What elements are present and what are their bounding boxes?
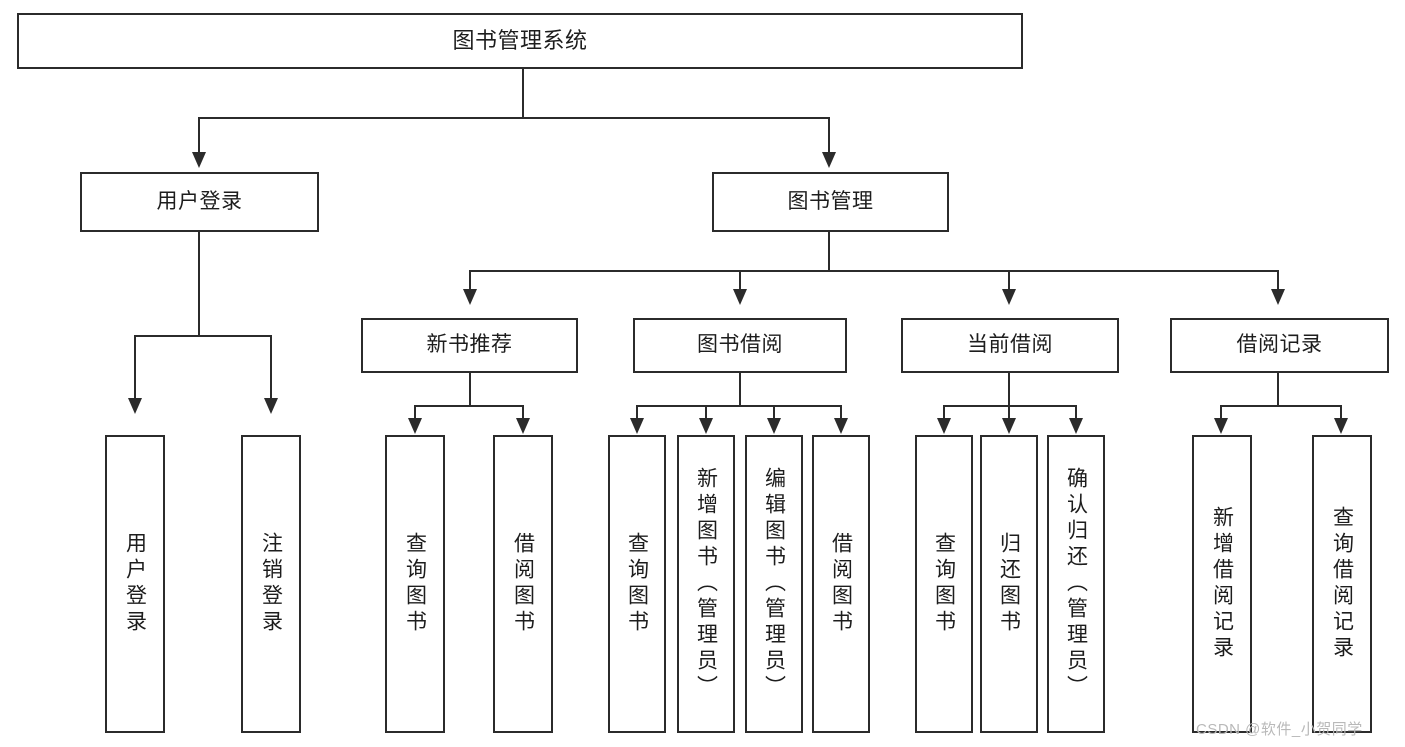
node-book-borrow[interactable]: 图书借阅: [633, 318, 847, 373]
node-user-login-label: 用户登录: [156, 189, 243, 213]
arrow-user-login-leaf-2: [264, 398, 278, 414]
arrow-cb-leaf-2: [1002, 418, 1016, 434]
leaf-add-book-label: 新增图书（管理员）: [694, 467, 718, 701]
leaf-return-book-label: 归还图书: [997, 532, 1021, 636]
arrow-root-to-book-manage: [822, 152, 836, 168]
arrow-nbr-leaf-1: [408, 418, 422, 434]
connector-cb-drop-1: [943, 405, 945, 421]
connector-user-login-drop-2: [270, 335, 272, 401]
arrow-book-manage-to-borrow-record: [1271, 289, 1285, 305]
connector-book-borrow-stem: [739, 373, 741, 407]
connector-nbr-drop-1: [414, 405, 416, 421]
connector-user-login-bus: [134, 335, 272, 337]
arrow-book-manage-to-new-book-recommend: [463, 289, 477, 305]
arrow-cb-leaf-1: [937, 418, 951, 434]
connector-current-borrow-stem: [1008, 373, 1010, 407]
connector-nbr-drop-2: [522, 405, 524, 421]
arrow-nbr-leaf-2: [516, 418, 530, 434]
leaf-query-book-2-label: 查询图书: [625, 532, 649, 636]
leaf-add-book[interactable]: 新增图书（管理员）: [677, 435, 735, 733]
connector-user-login-drop-1: [134, 335, 136, 401]
connector-bb-drop-4: [840, 405, 842, 421]
connector-bb-drop-3: [773, 405, 775, 421]
connector-cb-drop-2: [1008, 405, 1010, 421]
connector-book-manage-stem: [828, 232, 830, 271]
node-borrow-record[interactable]: 借阅记录: [1170, 318, 1389, 373]
leaf-return-book[interactable]: 归还图书: [980, 435, 1038, 733]
node-book-manage[interactable]: 图书管理: [712, 172, 949, 232]
leaf-query-book-2[interactable]: 查询图书: [608, 435, 666, 733]
leaf-borrow-book-2[interactable]: 借阅图书: [812, 435, 870, 733]
arrow-bb-leaf-1: [630, 418, 644, 434]
leaf-query-record-label: 查询借阅记录: [1330, 506, 1354, 662]
leaf-add-record-label: 新增借阅记录: [1210, 506, 1234, 662]
connector-book-manage-drop-4: [1277, 270, 1279, 292]
node-book-manage-label: 图书管理: [787, 189, 874, 213]
connector-br-drop-1: [1220, 405, 1222, 421]
leaf-borrow-book-1[interactable]: 借阅图书: [493, 435, 553, 733]
connector-cb-drop-3: [1075, 405, 1077, 421]
connector-bb-drop-2: [705, 405, 707, 421]
leaf-borrow-book-2-label: 借阅图书: [829, 532, 853, 636]
node-user-login[interactable]: 用户登录: [80, 172, 319, 232]
node-root-label: 图书管理系统: [452, 28, 588, 54]
leaf-query-record[interactable]: 查询借阅记录: [1312, 435, 1372, 733]
arrow-bb-leaf-2: [699, 418, 713, 434]
leaf-user-login[interactable]: 用户登录: [105, 435, 165, 733]
node-book-borrow-label: 图书借阅: [697, 333, 783, 357]
leaf-edit-book[interactable]: 编辑图书（管理员）: [745, 435, 803, 733]
connector-root-stem: [522, 69, 524, 118]
leaf-confirm-return-label: 确认归还（管理员）: [1064, 467, 1088, 701]
connector-new-book-recommend-bus: [414, 405, 524, 407]
arrow-book-manage-to-current-borrow: [1002, 289, 1016, 305]
connector-root-bus: [198, 117, 830, 119]
leaf-edit-book-label: 编辑图书（管理员）: [762, 467, 786, 701]
connector-book-manage-drop-2: [739, 270, 741, 292]
leaf-borrow-book-1-label: 借阅图书: [511, 532, 535, 636]
node-current-borrow-label: 当前借阅: [967, 333, 1053, 357]
arrow-cb-leaf-3: [1069, 418, 1083, 434]
arrow-bb-leaf-4: [834, 418, 848, 434]
arrow-book-manage-to-book-borrow: [733, 289, 747, 305]
node-new-book-recommend-label: 新书推荐: [426, 333, 513, 357]
leaf-user-login-label: 用户登录: [123, 532, 147, 636]
node-new-book-recommend[interactable]: 新书推荐: [361, 318, 578, 373]
leaf-add-record[interactable]: 新增借阅记录: [1192, 435, 1252, 733]
connector-borrow-record-bus: [1220, 405, 1342, 407]
arrow-br-leaf-1: [1214, 418, 1228, 434]
connector-book-manage-drop-3: [1008, 270, 1010, 292]
node-root[interactable]: 图书管理系统: [17, 13, 1023, 69]
arrow-root-to-user-login: [192, 152, 206, 168]
connector-br-drop-2: [1340, 405, 1342, 421]
leaf-query-book-3-label: 查询图书: [932, 532, 956, 636]
connector-root-to-book-manage: [828, 117, 830, 155]
connector-book-borrow-bus: [636, 405, 842, 407]
leaf-user-logout-label: 注销登录: [259, 532, 283, 636]
connector-borrow-record-stem: [1277, 373, 1279, 407]
node-current-borrow[interactable]: 当前借阅: [901, 318, 1119, 373]
connector-bb-drop-1: [636, 405, 638, 421]
connector-book-manage-bus: [469, 270, 1279, 272]
arrow-bb-leaf-3: [767, 418, 781, 434]
connector-new-book-recommend-stem: [469, 373, 471, 407]
node-borrow-record-label: 借阅记录: [1236, 333, 1323, 357]
leaf-query-book-3[interactable]: 查询图书: [915, 435, 973, 733]
leaf-query-book-1-label: 查询图书: [403, 532, 427, 636]
arrow-user-login-leaf-1: [128, 398, 142, 414]
connector-book-manage-drop-1: [469, 270, 471, 292]
connector-current-borrow-bus: [943, 405, 1077, 407]
connector-user-login-stem: [198, 232, 200, 336]
leaf-confirm-return[interactable]: 确认归还（管理员）: [1047, 435, 1105, 733]
arrow-br-leaf-2: [1334, 418, 1348, 434]
leaf-query-book-1[interactable]: 查询图书: [385, 435, 445, 733]
connector-root-to-user-login: [198, 117, 200, 155]
leaf-user-logout[interactable]: 注销登录: [241, 435, 301, 733]
